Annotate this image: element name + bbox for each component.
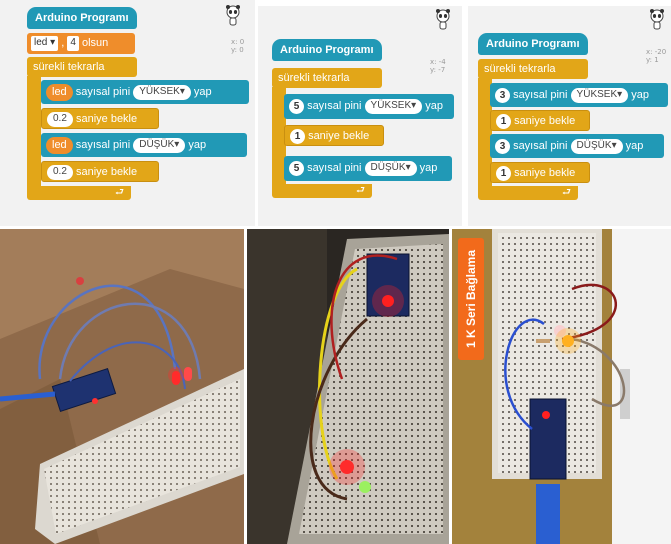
program-hat-block[interactable]: Arduino Programı bbox=[478, 33, 588, 55]
digital-write-block[interactable]: led sayısal pini DÜŞÜK▾ yap bbox=[41, 133, 247, 157]
pin-number-input[interactable]: 3 bbox=[495, 87, 510, 103]
loop-arrow-icon: ⮐ bbox=[115, 187, 124, 198]
red-led bbox=[340, 460, 354, 474]
pin-variable[interactable]: led bbox=[46, 83, 73, 101]
green-led bbox=[359, 481, 371, 493]
wait-seconds-input[interactable]: 0.2 bbox=[47, 164, 73, 180]
circuit-photo-2 bbox=[247, 229, 449, 544]
panda-mascot-icon bbox=[226, 5, 240, 26]
arduino-nano bbox=[51, 368, 117, 412]
loop-arrow-icon: ⮐ bbox=[356, 185, 365, 196]
wait-seconds-input[interactable]: 1 bbox=[290, 128, 305, 144]
pin-number-input[interactable]: 3 bbox=[495, 138, 510, 154]
loop-body bbox=[272, 87, 286, 185]
pin-variable[interactable]: led bbox=[46, 136, 73, 154]
wait-block[interactable]: 1 saniye bekle bbox=[490, 162, 590, 183]
wait-block[interactable]: 1 saniye bekle bbox=[284, 125, 384, 146]
led bbox=[554, 325, 566, 337]
loop-footer: ⮐ bbox=[272, 184, 372, 198]
digital-write-block[interactable]: led sayısal pini YÜKSEK▾ yap bbox=[41, 80, 249, 104]
dropdown-arrow-icon: ▾ bbox=[50, 36, 56, 48]
dropdown-arrow-icon: ▾ bbox=[411, 99, 417, 111]
usb-cable bbox=[536, 484, 560, 544]
forever-loop-block[interactable]: sürekli tekrarla bbox=[272, 68, 382, 88]
variable-value-input[interactable]: 4 bbox=[67, 35, 79, 51]
state-dropdown[interactable]: YÜKSEK▾ bbox=[364, 98, 423, 114]
dropdown-arrow-icon: ▾ bbox=[617, 88, 623, 100]
wait-block[interactable]: 1 saniye bekle bbox=[490, 110, 590, 131]
state-dropdown[interactable]: DÜŞÜK▾ bbox=[133, 137, 186, 153]
wait-seconds-input[interactable]: 1 bbox=[496, 113, 511, 129]
dropdown-arrow-icon: ▾ bbox=[405, 161, 411, 173]
pin-number-input[interactable]: 5 bbox=[289, 160, 304, 176]
circuit-photo-1 bbox=[0, 229, 244, 544]
panda-mascot-icon bbox=[650, 9, 664, 30]
digital-write-block[interactable]: 3 sayısal pini DÜŞÜK▾ yap bbox=[490, 134, 664, 158]
loop-body bbox=[27, 76, 41, 188]
state-dropdown[interactable]: YÜKSEK▾ bbox=[133, 84, 191, 100]
dropdown-arrow-icon: ▾ bbox=[179, 85, 185, 97]
forever-loop-block[interactable]: sürekli tekrarla bbox=[478, 59, 588, 79]
pin-number-input[interactable]: 5 bbox=[289, 98, 304, 114]
yellow-led bbox=[562, 335, 574, 347]
loop-footer: ⮐ bbox=[27, 186, 131, 200]
program-hat-block[interactable]: Arduino Programı bbox=[272, 39, 382, 61]
circuit-photo-3 bbox=[452, 229, 671, 544]
breadboard bbox=[35, 369, 244, 544]
digital-write-block[interactable]: 5 sayısal pini YÜKSEK▾ yap bbox=[284, 94, 454, 119]
wait-seconds-input[interactable]: 1 bbox=[496, 165, 511, 181]
program-hat-block[interactable]: Arduino Programı bbox=[27, 7, 137, 29]
variable-dropdown[interactable]: led ▾ bbox=[31, 35, 59, 51]
forever-loop-block[interactable]: sürekli tekrarla bbox=[27, 57, 137, 77]
red-led bbox=[184, 367, 192, 381]
loop-arrow-icon: ⮐ bbox=[562, 187, 571, 198]
arduino-nano bbox=[529, 398, 567, 480]
red-led bbox=[172, 371, 180, 385]
panda-mascot-icon bbox=[436, 9, 450, 30]
dropdown-arrow-icon: ▾ bbox=[174, 138, 180, 150]
dropdown-arrow-icon: ▾ bbox=[611, 139, 617, 151]
digital-write-block[interactable]: 3 sayısal pini YÜKSEK▾ yap bbox=[490, 83, 668, 107]
wait-block[interactable]: 0.2 saniye bekle bbox=[41, 108, 159, 129]
series-connection-badge: 1 K Seri Bağlama bbox=[458, 238, 484, 360]
digital-write-block[interactable]: 5 sayısal pini DÜŞÜK▾ yap bbox=[284, 156, 452, 181]
state-dropdown[interactable]: DÜŞÜK▾ bbox=[570, 138, 623, 154]
loop-body bbox=[478, 78, 492, 186]
resistor bbox=[536, 339, 550, 343]
loop-footer: ⮐ bbox=[478, 186, 578, 200]
usb-cable bbox=[0, 391, 56, 402]
state-dropdown[interactable]: DÜŞÜK▾ bbox=[364, 160, 417, 176]
wait-block[interactable]: 0.2 saniye bekle bbox=[41, 161, 159, 182]
wait-seconds-input[interactable]: 0.2 bbox=[47, 111, 73, 127]
state-dropdown[interactable]: YÜKSEK▾ bbox=[570, 87, 629, 103]
set-variable-block[interactable]: led ▾ , 4 olsun bbox=[27, 33, 135, 54]
